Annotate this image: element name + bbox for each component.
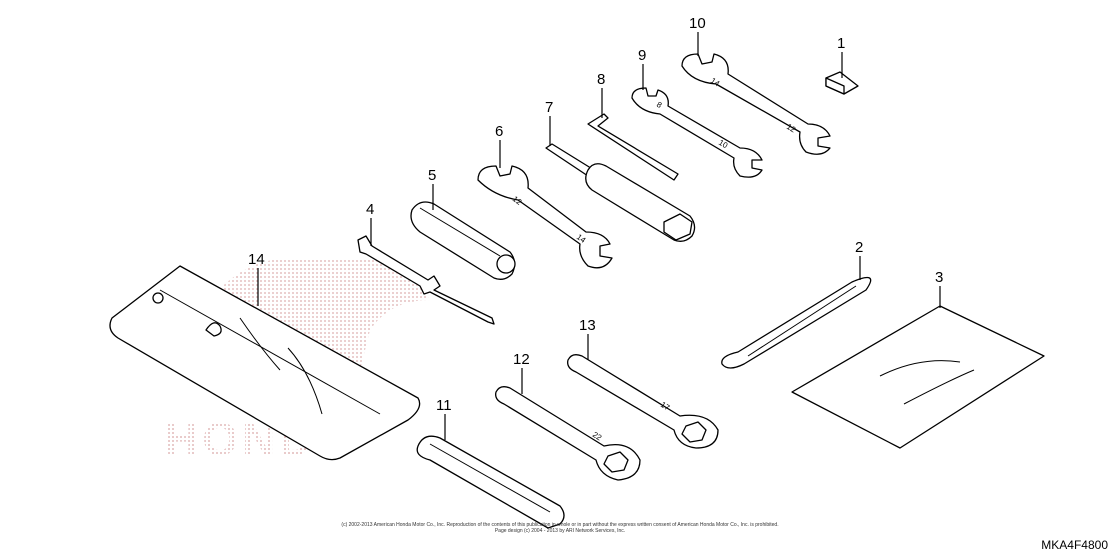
callout-10[interactable]: 10 — [689, 15, 706, 32]
diagram-code: MKA4F4800 — [1041, 538, 1108, 552]
callout-6[interactable]: 6 — [495, 123, 503, 140]
copyright-line-2: Page design (c) 2004 - 2013 by ARI Netwo… — [494, 528, 626, 534]
callout-8[interactable]: 8 — [597, 71, 605, 88]
part-10-wrench[interactable]: 14 12 — [681, 53, 831, 155]
callout-13[interactable]: 13 — [579, 317, 596, 334]
copyright-notice: (c) 2002-2013 American Honda Motor Co., … — [310, 522, 810, 534]
part-8-hex-key[interactable] — [587, 113, 679, 181]
wrench-9-size-a: 8 — [655, 100, 664, 110]
callout-11[interactable]: 11 — [436, 397, 452, 414]
callout-7[interactable]: 7 — [545, 99, 553, 116]
part-14-tool-bag[interactable] — [109, 265, 421, 461]
callout-9[interactable]: 9 — [638, 47, 646, 64]
part-9-wrench[interactable]: 8 10 — [631, 87, 763, 178]
part-12-box-wrench[interactable]: 22 — [495, 386, 641, 481]
part-13-box-wrench[interactable]: 17 — [567, 354, 719, 449]
callout-12[interactable]: 12 — [513, 351, 530, 368]
part-1-clip[interactable] — [825, 71, 859, 95]
part-4-screwdriver[interactable] — [357, 235, 495, 325]
callout-4[interactable]: 4 — [366, 201, 374, 218]
callout-5[interactable]: 5 — [428, 167, 436, 184]
leader-lines — [257, 32, 941, 440]
callout-3[interactable]: 3 — [935, 269, 943, 286]
callout-numbers: 1 2 3 4 5 6 7 8 9 10 11 12 13 14 — [248, 15, 943, 414]
part-6-wrench[interactable]: 12 14 — [477, 165, 613, 269]
part-11-grip[interactable] — [416, 435, 565, 529]
part-3-manual[interactable] — [791, 305, 1045, 449]
part-7-plug-wrench[interactable] — [545, 143, 696, 242]
callout-2[interactable]: 2 — [855, 239, 863, 256]
callout-1[interactable]: 1 — [837, 35, 845, 52]
copyright-line-1: (c) 2002-2013 American Honda Motor Co., … — [341, 522, 779, 528]
part-2-cable[interactable] — [721, 276, 872, 369]
part-5-handle[interactable] — [410, 201, 516, 280]
callout-14[interactable]: 14 — [248, 251, 265, 268]
